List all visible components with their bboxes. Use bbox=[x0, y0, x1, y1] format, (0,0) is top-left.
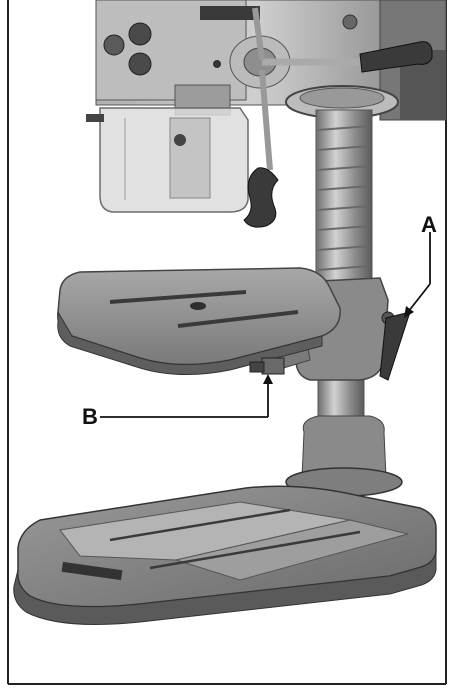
table-lock-handle bbox=[379, 311, 411, 381]
control-knobs bbox=[103, 14, 358, 76]
callout-leader-b bbox=[100, 374, 273, 418]
callout-label-a: A bbox=[421, 212, 437, 237]
table-lock-bolt bbox=[249, 357, 285, 375]
base bbox=[13, 485, 437, 625]
spindle-housing bbox=[174, 35, 291, 116]
callout-label-b: B bbox=[82, 404, 98, 429]
feed-handles bbox=[243, 7, 433, 228]
work-table bbox=[57, 267, 341, 375]
callout-leader-a bbox=[404, 232, 431, 318]
column bbox=[315, 109, 373, 441]
chuck-guard bbox=[86, 107, 249, 213]
column-support bbox=[285, 415, 403, 497]
